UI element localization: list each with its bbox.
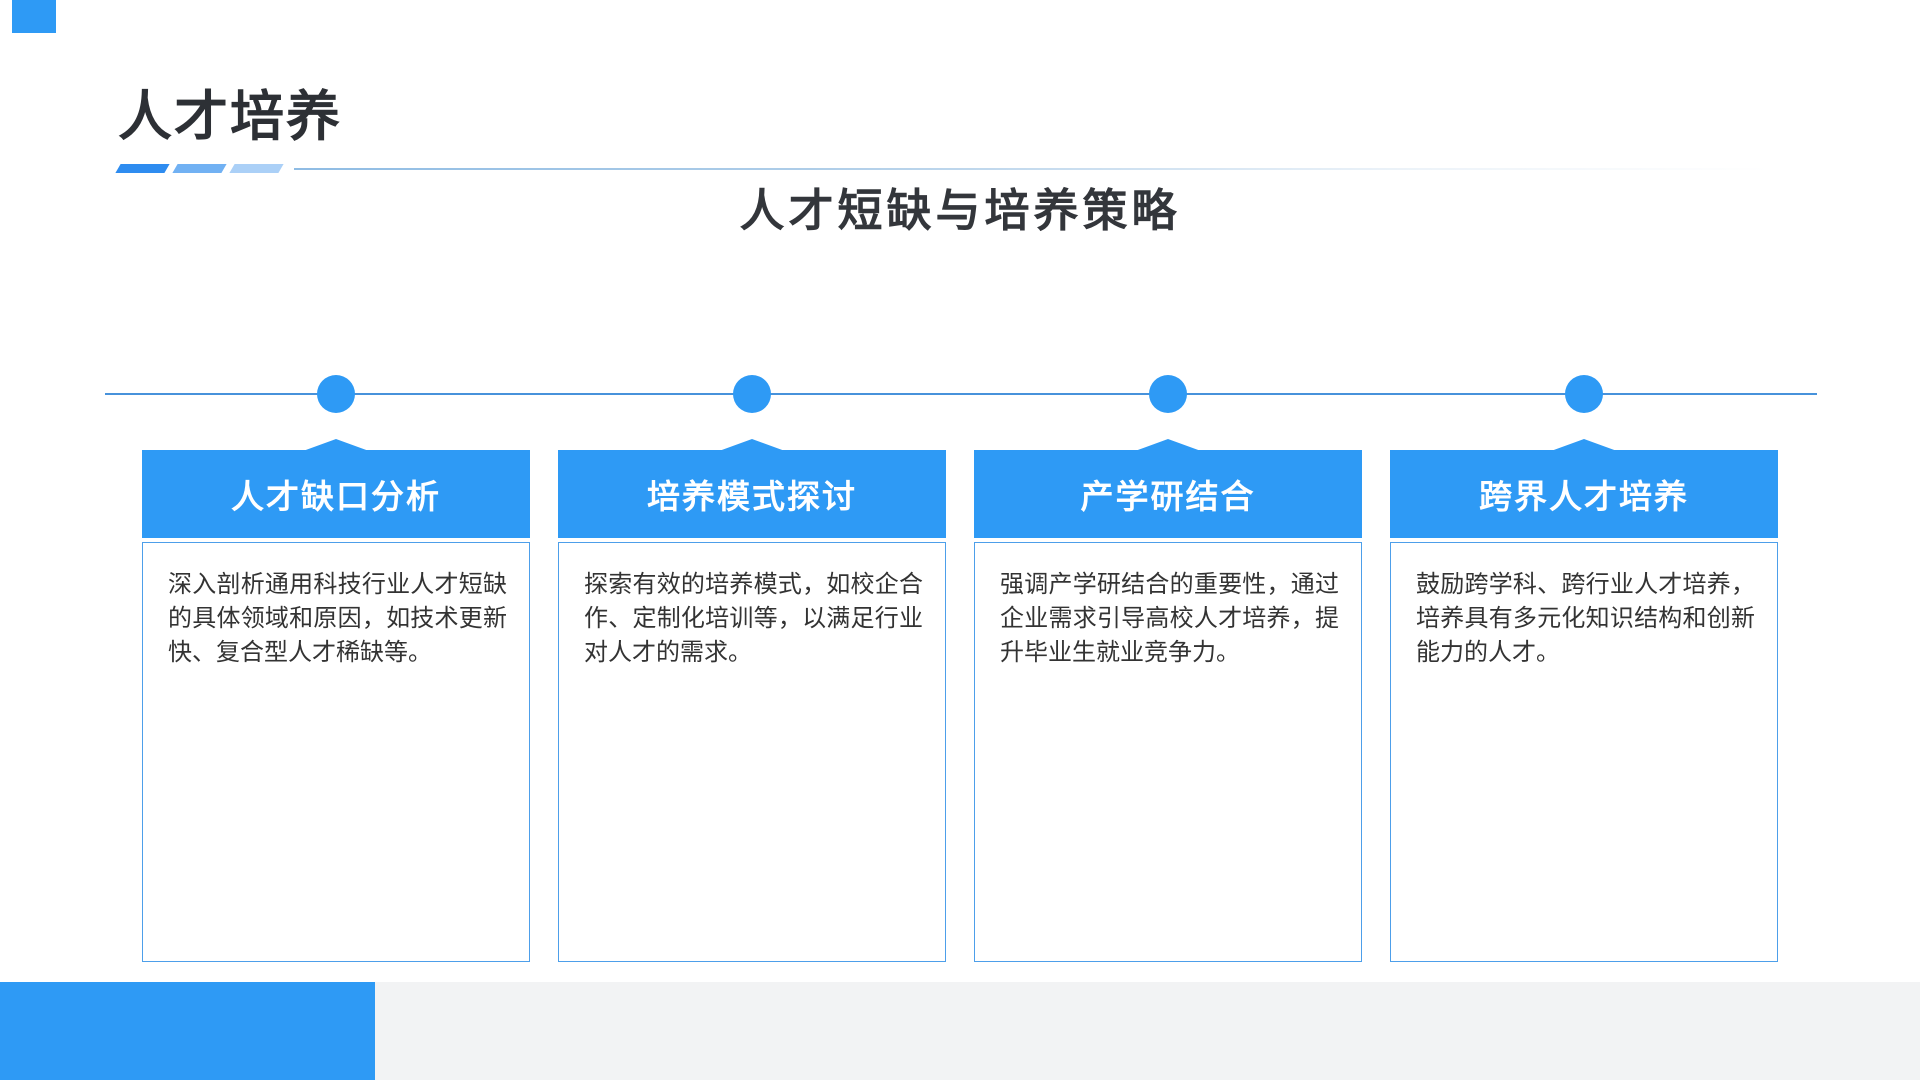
- title-dash-2: [172, 164, 227, 173]
- card-notch-icon: [719, 439, 785, 451]
- slide-subtitle: 人才短缺与培养策略: [739, 185, 1181, 236]
- timeline-dot-2: [733, 375, 771, 413]
- card-header: 产学研结合: [974, 450, 1362, 538]
- timeline-dot-1: [317, 375, 355, 413]
- card-cross-domain-talent: 跨界人才培养 鼓励跨学科、跨行业人才培养，培养具有多元化知识结构和创新能力的人才…: [1390, 439, 1778, 962]
- footer-blue-bar: [0, 982, 375, 1080]
- title-underline: [115, 164, 1778, 174]
- card-notch-icon: [303, 439, 369, 451]
- card-body: 深入剖析通用科技行业人才短缺的具体领域和原因，如技术更新快、复合型人才稀缺等。: [142, 542, 530, 962]
- card-notch-icon: [1551, 439, 1617, 451]
- card-industry-academia: 产学研结合 强调产学研结合的重要性，通过企业需求引导高校人才培养，提升毕业生就业…: [974, 439, 1362, 962]
- title-rule-line: [294, 168, 1770, 170]
- title-dash-1: [115, 164, 170, 173]
- card-notch-icon: [1135, 439, 1201, 451]
- card-header: 人才缺口分析: [142, 450, 530, 538]
- page-title: 人才培养: [118, 87, 342, 147]
- card-body: 鼓励跨学科、跨行业人才培养，培养具有多元化知识结构和创新能力的人才。: [1390, 542, 1778, 962]
- corner-accent-rect: [12, 0, 56, 33]
- cards-row: 人才缺口分析 深入剖析通用科技行业人才短缺的具体领域和原因，如技术更新快、复合型…: [142, 439, 1778, 962]
- card-training-model: 培养模式探讨 探索有效的培养模式，如校企合作、定制化培训等，以满足行业对人才的需…: [558, 439, 946, 962]
- title-dash-3: [229, 164, 284, 173]
- timeline-line: [105, 393, 1817, 395]
- card-body: 强调产学研结合的重要性，通过企业需求引导高校人才培养，提升毕业生就业竞争力。: [974, 542, 1362, 962]
- card-header: 跨界人才培养: [1390, 450, 1778, 538]
- footer-gray-bar: [375, 982, 1920, 1080]
- timeline-dot-3: [1149, 375, 1187, 413]
- card-talent-gap-analysis: 人才缺口分析 深入剖析通用科技行业人才短缺的具体领域和原因，如技术更新快、复合型…: [142, 439, 530, 962]
- timeline-dot-4: [1565, 375, 1603, 413]
- card-header: 培养模式探讨: [558, 450, 946, 538]
- card-body: 探索有效的培养模式，如校企合作、定制化培训等，以满足行业对人才的需求。: [558, 542, 946, 962]
